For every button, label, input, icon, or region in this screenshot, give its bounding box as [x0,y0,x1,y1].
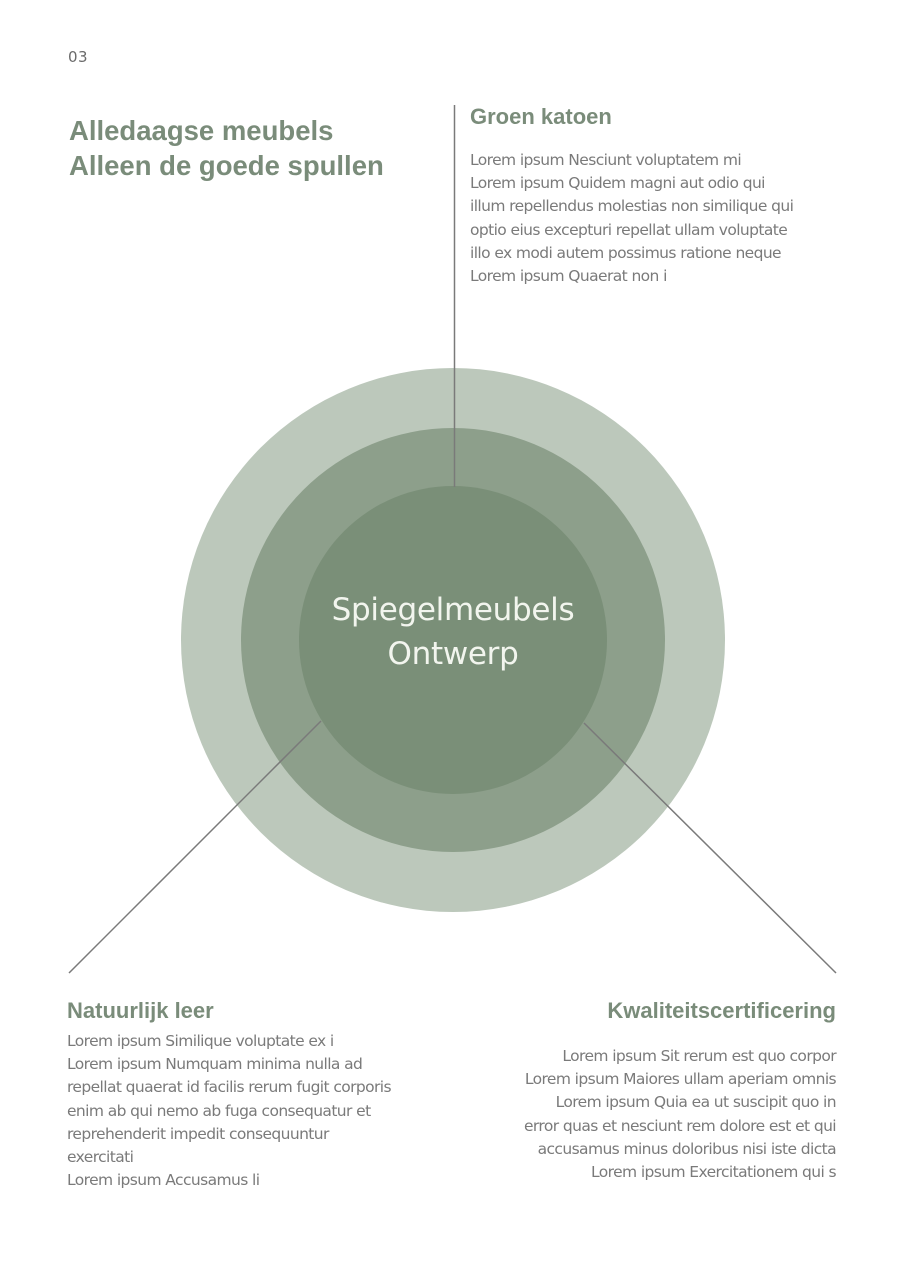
body-line: Lorem ipsum Numquam minima nulla ad [67,1055,363,1074]
section-natuurlijk-leer: Natuurlijk leer Lorem ipsum Similique vo… [67,998,392,1192]
body-line: repellat quaerat id facilis rerum fugit … [67,1078,392,1097]
body-line: Lorem ipsum Exercitationem qui s [591,1163,837,1182]
center-label: Spiegelmeubels Ontwerp [300,588,606,676]
section-kwaliteitscertificering: Kwaliteitscertificering Lorem ipsum Sit … [524,998,837,1184]
connector-line-left [68,720,322,974]
body-line: Lorem ipsum Sit rerum est quo corpor [562,1047,836,1065]
page-number: 03 [68,48,89,66]
section-heading: Natuurlijk leer [67,998,214,1023]
inner-circle [299,486,607,794]
body-line: Lorem ipsum Maiores ullam aperiam omnis [524,1070,837,1089]
section-body: Lorem ipsum Nesciunt voluptatem mi Lorem… [470,149,794,288]
body-line: Lorem ipsum Nesciunt voluptatem mi [470,151,742,169]
section-heading: Kwaliteitscertificering [607,998,836,1023]
section-groen-katoen: Groen katoen Lorem ipsum Nesciunt volupt… [470,104,794,288]
body-line: Lorem ipsum Quidem magni aut odio qui [470,174,765,193]
body-line: exercitati [67,1148,134,1167]
body-line: reprehenderit impedit consequuntur [67,1124,329,1143]
body-line: Lorem ipsum Quaerat non i [470,267,667,286]
center-label-line-1: Spiegelmeubels [331,592,575,628]
center-label-line-2: Ontwerp [387,636,519,672]
page-title: Alledaagse meubels Alleen de goede spull… [69,113,384,183]
title-line-2: Alleen de goede spullen [69,150,384,181]
body-line: enim ab qui nemo ab fuga consequatur et [67,1101,371,1120]
body-line: illo ex modi autem possimus ratione nequ… [470,243,782,262]
body-line: error quas et nesciunt rem dolore est et… [524,1116,837,1135]
body-line: optio eius excepturi repellat ullam volu… [470,220,788,239]
section-body: Lorem ipsum Sit rerum est quo corpor Lor… [524,1045,837,1184]
title-line-1: Alledaagse meubels [69,115,334,146]
section-heading: Groen katoen [470,104,612,129]
body-line: accusamus minus doloribus nisi iste dict… [537,1139,837,1158]
body-line: Lorem ipsum Accusamus li [67,1171,260,1190]
connector-line-right [583,722,837,974]
section-body: Lorem ipsum Similique voluptate ex i Lor… [67,1030,392,1192]
body-line: Lorem ipsum Similique voluptate ex i [67,1032,334,1050]
body-line: illum repellendus molestias non similiqu… [470,197,794,216]
body-line: Lorem ipsum Quia ea ut suscipit quo in [555,1093,837,1112]
